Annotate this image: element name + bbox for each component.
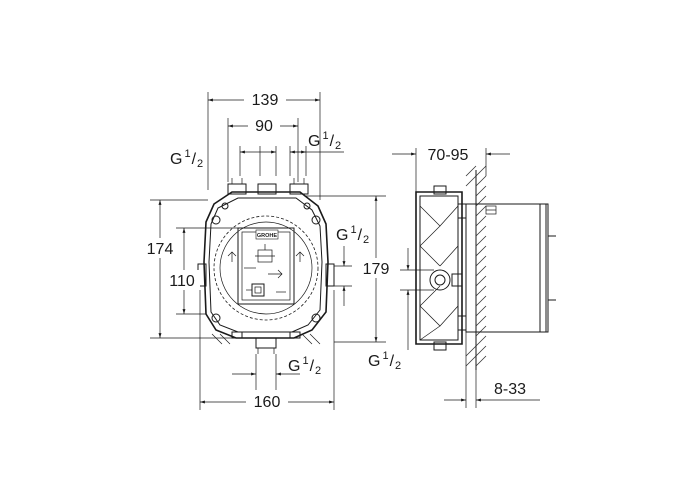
dim-174: 174 (147, 241, 174, 258)
dim-110: 110 (169, 273, 195, 290)
drain-fitting-icon (246, 283, 265, 297)
dim-139: 139 (252, 92, 279, 109)
insert-plate (237, 227, 295, 305)
side-fitting (429, 269, 451, 291)
top-lugs (227, 178, 309, 195)
bottom-outlet (255, 337, 277, 349)
dim-160: 160 (254, 394, 281, 411)
dim-179: 179 (363, 261, 390, 278)
dim-90: 90 (255, 118, 273, 135)
brand-logo: GROHE (257, 233, 278, 239)
flow-arrow-icon (227, 251, 305, 279)
svg-text:G1/2: G1/2 (308, 130, 341, 152)
svg-text:G1/2: G1/2 (288, 355, 321, 377)
side-view (415, 165, 556, 370)
mounting-holes (211, 202, 321, 323)
shower-symbol-icon (255, 244, 275, 263)
svg-text:G1/2: G1/2 (336, 224, 369, 246)
wall-hatching (465, 165, 487, 367)
cover-box (465, 203, 547, 333)
dim-8-33: 8-33 (494, 381, 526, 398)
svg-text:G1/2: G1/2 (170, 148, 203, 170)
svg-text:G1/2: G1/2 (368, 350, 401, 372)
front-view: GROHE (197, 178, 335, 354)
right-port-boss (325, 263, 335, 287)
dim-70-95: 70-95 (428, 147, 469, 164)
